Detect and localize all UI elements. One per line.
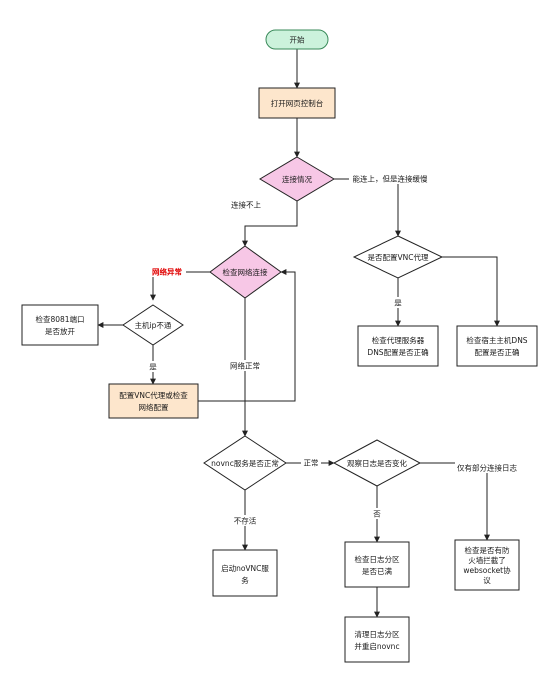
- edge-status-to-proxy: [334, 178, 401, 237]
- novnc-service-decision: novnc服务是否正常: [203, 435, 287, 491]
- edge-proxy-to-hostdns: [442, 256, 500, 327]
- start-novnc-node: 启动noVNC服 务: [212, 549, 278, 597]
- check-proxy-dns-node: 检查代理服务器 DNS配置是否正确: [357, 325, 439, 367]
- config-vnc-node: 配置VNC代理或检查 网络配置: [108, 383, 199, 419]
- label-network-normal: 网络正常: [230, 361, 260, 371]
- check-firewall-text-2: 火墙拦截了: [468, 555, 506, 565]
- vnc-proxy-text: 是否配置VNC代理: [368, 252, 429, 262]
- start-novnc-text-2: 务: [241, 575, 249, 585]
- edge-status-to-network: [242, 201, 298, 247]
- label-cannot-connect: 连接不上: [231, 200, 261, 210]
- label-not-exist: 不存活: [234, 516, 257, 526]
- check-firewall-text-4: 议: [483, 576, 491, 585]
- edge-labels: 能连上，但是连接缓慢 连接不上 网络异常 是 是 网络正常 正常 不存活 否 仅…: [147, 173, 519, 526]
- clean-log-node: 清理日志分区 并重启novnc: [344, 616, 410, 663]
- label-yes-proxy: 是: [394, 299, 402, 308]
- check-host-dns-text-1: 检查宿主主机DNS: [466, 335, 527, 345]
- novnc-service-text: novnc服务是否正常: [211, 458, 279, 468]
- check-network-text: 检查网络连接: [223, 267, 268, 277]
- check-proxy-dns-text-2: DNS配置是否正确: [367, 347, 428, 357]
- check-port-text-2: 是否放开: [45, 326, 75, 336]
- check-port-node: 检查8081端口 是否放开: [21, 304, 99, 346]
- check-log-partition-text-2: 是否已满: [362, 566, 392, 576]
- open-console-text: 打开网页控制台: [271, 98, 324, 108]
- label-network-abnormal: 网络异常: [152, 267, 182, 277]
- check-port-text-1: 检查8081端口: [35, 314, 84, 324]
- clean-log-text-2: 并重启novnc: [354, 641, 399, 651]
- label-partial-logs: 仅有部分连接日志: [457, 463, 517, 473]
- open-console-node: 打开网页控制台: [258, 87, 336, 119]
- start-novnc-text-1: 启动noVNC服: [221, 563, 269, 573]
- start-node-text: 开始: [290, 35, 305, 45]
- connection-status-text: 连接情况: [282, 174, 312, 184]
- check-log-partition-text-1: 检查日志分区: [355, 554, 400, 564]
- start-node: 开始: [265, 29, 329, 50]
- check-network-decision: 检查网络连接: [209, 245, 282, 299]
- check-firewall-text-3: websocket协: [463, 565, 511, 575]
- host-ip-decision: 主机ip不通: [122, 304, 184, 346]
- observe-logs-decision: 观察日志是否变化: [332, 439, 422, 487]
- observe-logs-text: 观察日志是否变化: [347, 458, 407, 468]
- check-firewall-node: 检查是否有防 火墙拦截了 websocket协 议: [454, 539, 520, 591]
- label-yes-ip: 是: [149, 363, 157, 372]
- check-firewall-text-1: 检查是否有防: [465, 545, 510, 555]
- clean-log-text-1: 清理日志分区: [355, 629, 400, 639]
- connection-status-decision: 连接情况: [259, 156, 335, 202]
- config-vnc-text-1: 配置VNC代理或检查: [119, 390, 188, 400]
- label-no: 否: [373, 510, 381, 519]
- check-host-dns-text-2: 配置是否正确: [475, 347, 520, 357]
- config-vnc-text-2: 网络配置: [139, 402, 169, 412]
- edge-logs-to-firewall: [420, 462, 490, 541]
- check-log-partition-node: 检查日志分区 是否已满: [344, 541, 410, 588]
- check-host-dns-node: 检查宿主主机DNS 配置是否正确: [456, 325, 538, 367]
- label-normal: 正常: [304, 459, 319, 468]
- host-ip-text: 主机ip不通: [135, 320, 172, 330]
- check-proxy-dns-text-1: 检查代理服务器: [372, 335, 425, 345]
- vnc-proxy-decision: 是否配置VNC代理: [352, 235, 444, 279]
- edge-configvnc-to-network: [198, 269, 296, 402]
- label-connected-but-slow: 能连上，但是连接缓慢: [353, 174, 428, 184]
